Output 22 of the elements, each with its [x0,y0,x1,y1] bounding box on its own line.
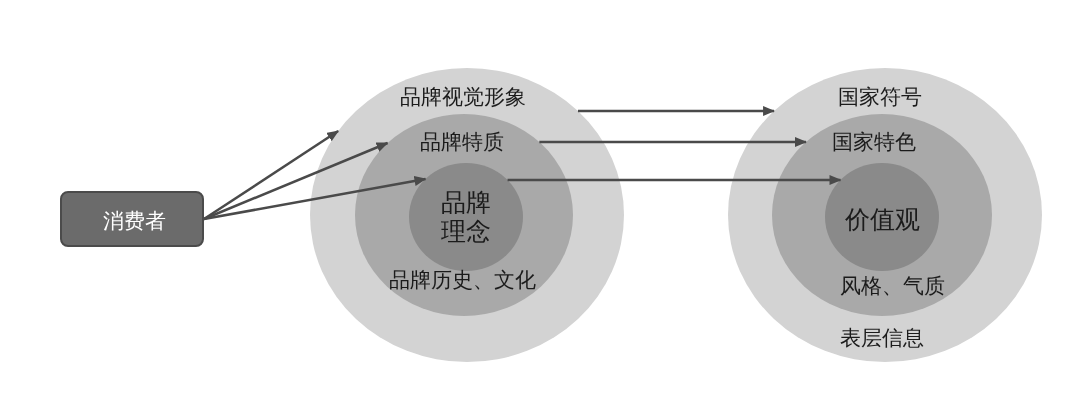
ring-label: 表层信息 [840,325,924,351]
ring-label: 国家符号 [838,84,922,110]
ring-label: 风格、气质 [839,273,945,299]
arrow [539,137,807,147]
ring-label: 国家特色 [832,129,916,155]
rounded-box [60,191,204,247]
outer-ring [310,68,624,362]
core-label: 品牌理念 [440,189,492,247]
middle-ring [355,114,573,316]
arrow [203,141,389,221]
ring-label: 品牌视觉形象 [400,84,526,110]
arrow [507,175,842,185]
arrow [203,176,427,221]
ring-label: 品牌历史、文化 [388,267,536,293]
core-circle [409,163,523,271]
core-label: 价值观 [844,205,920,235]
core-circle [825,163,939,271]
outer-ring [728,68,1042,362]
box-label: 消费者 [102,208,166,234]
arrow [577,106,776,116]
middle-ring [772,114,992,316]
ring-label: 品牌特质 [420,129,504,155]
